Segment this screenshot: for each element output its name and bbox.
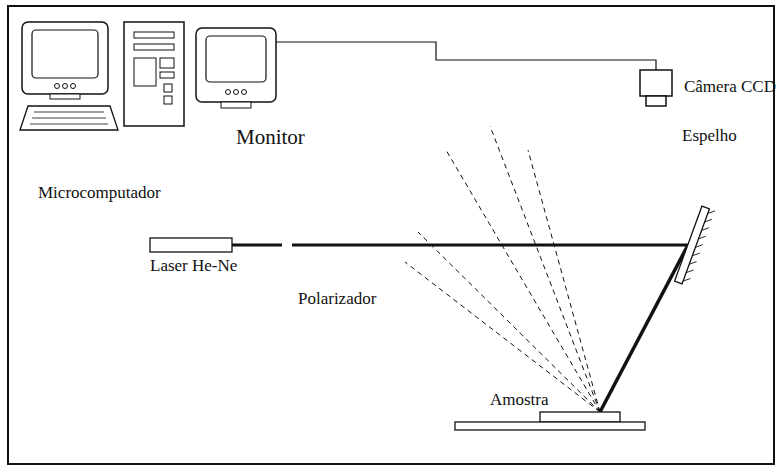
computer-label: Microcomputador [38,184,161,203]
monitor-label: Monitor [236,126,305,149]
mirror-label: Espelho [682,127,737,146]
polarizer-label: Polarizador [298,290,376,309]
sample-label: Amostra [490,391,549,410]
camera-label: Câmera CCD [684,78,776,97]
laser-label: Laser He-Ne [150,257,237,276]
